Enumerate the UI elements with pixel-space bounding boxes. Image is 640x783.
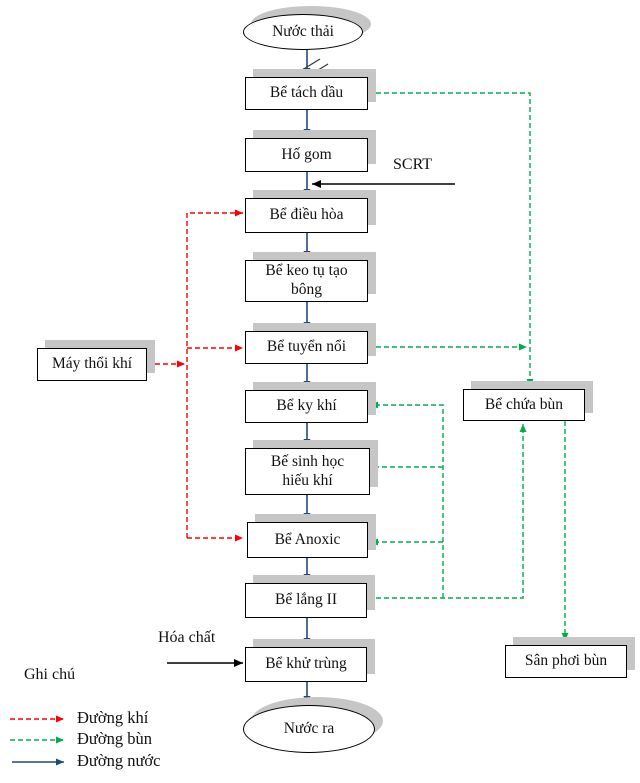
legend-item-sludge: Đường bùn (77, 729, 152, 748)
node-label: Hố gom (281, 145, 332, 163)
legend-item-air: Đường khí (77, 708, 149, 727)
node-label: Bể tuyển nổi (266, 338, 347, 356)
node-label: Bể ky khí (276, 397, 337, 415)
node-label: Sân phơi bùn (524, 652, 608, 670)
node-label: Bể tách dầu (269, 84, 344, 102)
node-be-sinh-hoc-hieu-khi: Bế sinh học hiếu khí (245, 448, 370, 495)
node-label: Nước ra (283, 719, 335, 737)
node-label: Bể điều hòa (269, 206, 344, 224)
node-ho-gom: Hố gom (245, 138, 368, 172)
node-be-tach-dau: Bể tách dầu (245, 77, 368, 110)
node-san-phoi-bun: Sân phơi bùn (505, 645, 627, 678)
node-label: Bể Anoxic (274, 530, 341, 548)
node-label: Nước thải (272, 22, 334, 40)
node-may-thoi-khi: Máy thổi khí (37, 348, 147, 381)
node-label: Bế sinh học hiếu khí (270, 452, 345, 489)
air-connectors (147, 209, 243, 542)
node-label: Bể keo tụ tạo bông (265, 262, 348, 298)
sludge-connectors (368, 92, 569, 641)
node-label: Bể khử trùng (265, 655, 347, 673)
node-nuoc-ra: Nước ra (243, 705, 375, 753)
legend-line-samples (10, 715, 64, 766)
node-be-khu-trung: Bể khử trùng (245, 647, 367, 682)
node-nuoc-thai: Nước thải (243, 14, 363, 50)
node-be-ky-khi: Bể ky khí (245, 390, 368, 423)
ink-arrows (167, 180, 455, 667)
node-be-anoxic: Bể Anoxic (247, 522, 368, 558)
hoa-chat-label: Hóa chất (158, 629, 216, 646)
node-be-lang-ii: Bể lắng II (245, 583, 367, 618)
node-label: Bể lắng II (275, 591, 337, 609)
legend-title: Ghi chú (24, 666, 76, 683)
node-label: Bể chứa bùn (484, 395, 564, 413)
node-be-keo-tu-tao-bong: Bể keo tụ tạo bông (245, 260, 368, 302)
node-be-chua-bun: Bể chứa bùn (463, 389, 585, 421)
node-be-tuyen-noi: Bể tuyển nổi (245, 331, 368, 364)
node-be-dieu-hoa: Bể điều hòa (245, 198, 368, 233)
node-label: Máy thổi khí (51, 355, 133, 373)
scrt-label: SCRT (393, 156, 433, 173)
legend-item-water: Đường nước (77, 751, 161, 770)
